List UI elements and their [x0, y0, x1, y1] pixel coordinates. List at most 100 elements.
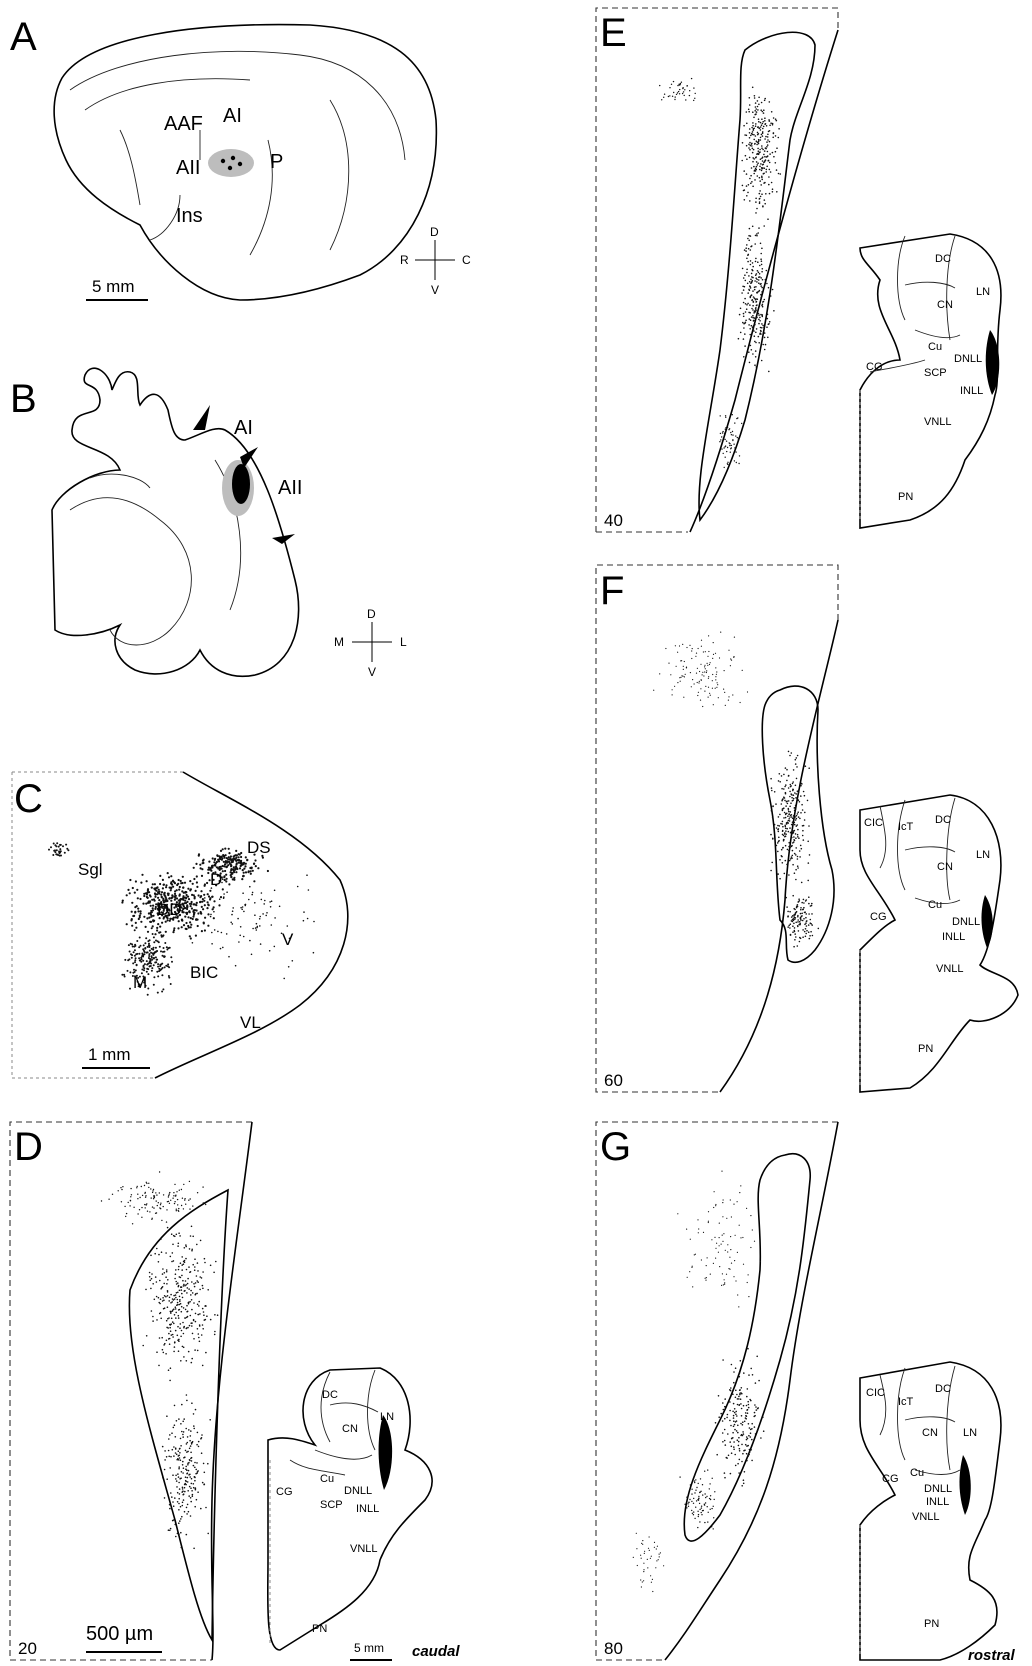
labeled-terminal — [750, 1400, 752, 1402]
labeled-terminal — [194, 897, 196, 899]
frame-g — [596, 1122, 838, 1660]
labeled-terminal — [139, 898, 141, 900]
labeled-terminal — [789, 827, 791, 829]
labeled-terminal — [767, 160, 769, 162]
labeled-terminal — [682, 644, 683, 645]
labeled-terminal — [216, 861, 218, 863]
labeled-terminal — [274, 890, 276, 892]
labeled-terminal — [154, 896, 156, 898]
labeled-terminal — [210, 1265, 212, 1267]
labeled-terminal — [698, 1498, 699, 1499]
labeled-terminal — [183, 924, 185, 926]
labeled-terminal — [146, 1182, 147, 1183]
labeled-terminal — [207, 913, 209, 915]
labeled-terminal — [125, 1216, 126, 1217]
labeled-terminal — [725, 457, 726, 458]
labeled-terminal — [180, 1423, 182, 1425]
labeled-terminal — [166, 1283, 168, 1285]
labeled-terminal — [169, 1508, 171, 1510]
label-ins: Ins — [176, 205, 203, 227]
labeled-terminal — [170, 1456, 172, 1458]
labeled-terminal — [671, 84, 672, 85]
labeled-terminal — [758, 279, 760, 281]
labeled-terminal — [680, 681, 681, 682]
labeled-terminal — [758, 272, 760, 274]
labeled-terminal — [754, 1404, 756, 1406]
labeled-terminal — [153, 1195, 154, 1196]
labeled-terminal — [187, 1481, 189, 1483]
labeled-terminal — [734, 1408, 736, 1410]
labeled-terminal — [669, 95, 670, 96]
labeled-terminal — [795, 912, 797, 914]
labeled-terminal — [242, 906, 244, 908]
labeled-terminal — [696, 1500, 697, 1501]
labeled-terminal — [750, 345, 752, 347]
labeled-terminal — [808, 931, 810, 933]
frame-e — [596, 8, 838, 532]
labeled-terminal — [134, 911, 136, 913]
labeled-terminal — [169, 1343, 171, 1345]
labeled-terminal — [801, 913, 803, 915]
labeled-terminal — [679, 93, 680, 94]
labeled-terminal — [182, 1472, 184, 1474]
labeled-terminal — [192, 1205, 193, 1206]
labeled-terminal — [736, 1394, 738, 1396]
labeled-terminal — [771, 787, 773, 789]
labeled-terminal — [756, 235, 758, 237]
labeled-terminal — [752, 266, 754, 268]
labeled-terminal — [802, 830, 804, 832]
labeled-terminal — [199, 864, 201, 866]
labeled-terminal — [801, 804, 803, 806]
labeled-terminal — [797, 867, 799, 869]
labeled-terminal — [726, 1274, 727, 1275]
labeled-terminal — [181, 1269, 183, 1271]
labeled-terminal — [173, 1446, 175, 1448]
labeled-terminal — [241, 909, 243, 911]
labeled-terminal — [232, 868, 234, 870]
labeled-terminal — [159, 1303, 161, 1305]
labeled-terminal — [221, 932, 223, 934]
labeled-terminal — [183, 892, 185, 894]
labeled-terminal — [737, 1294, 738, 1295]
labeled-terminal — [784, 797, 786, 799]
labeled-terminal — [682, 93, 683, 94]
labeled-terminal — [755, 350, 757, 352]
labeled-terminal — [191, 901, 193, 903]
labeled-terminal — [198, 855, 200, 857]
labeled-terminal — [742, 1421, 744, 1423]
labeled-terminal — [254, 902, 256, 904]
labeled-terminal — [235, 866, 237, 868]
labeled-terminal — [770, 171, 772, 173]
inset-e-cu: Cu — [928, 341, 942, 353]
labeled-terminal — [183, 1326, 185, 1328]
labeled-terminal — [162, 1300, 164, 1302]
labeled-terminal — [746, 1439, 748, 1441]
labeled-terminal — [66, 848, 68, 850]
label-dd: DD — [157, 900, 182, 919]
inset-d-dnll: DNLL — [344, 1485, 372, 1497]
labeled-terminal — [243, 863, 245, 865]
labeled-terminal — [131, 911, 133, 913]
labeled-terminal — [698, 1228, 699, 1229]
labeled-terminal — [762, 268, 764, 270]
labeled-terminal — [777, 873, 779, 875]
labeled-terminal — [163, 1308, 165, 1310]
labeled-terminal — [745, 280, 747, 282]
inset-e-cg: CG — [866, 361, 883, 373]
labeled-terminal — [756, 111, 758, 113]
labeled-terminal — [165, 931, 167, 933]
labeled-terminal — [808, 913, 810, 915]
labeled-terminal — [180, 1459, 182, 1461]
inset-g-line — [947, 1366, 955, 1470]
labeled-terminal — [805, 913, 807, 915]
labeled-terminal — [183, 1347, 185, 1349]
labeled-terminal — [164, 1450, 166, 1452]
labeled-terminal — [747, 303, 749, 305]
labeled-terminal — [230, 922, 232, 924]
labeled-terminal — [796, 818, 798, 820]
labeled-terminal — [184, 902, 186, 904]
labeled-terminal — [182, 904, 184, 906]
labeled-terminal — [762, 160, 764, 162]
labeled-terminal — [761, 360, 763, 362]
labeled-terminal — [782, 821, 784, 823]
